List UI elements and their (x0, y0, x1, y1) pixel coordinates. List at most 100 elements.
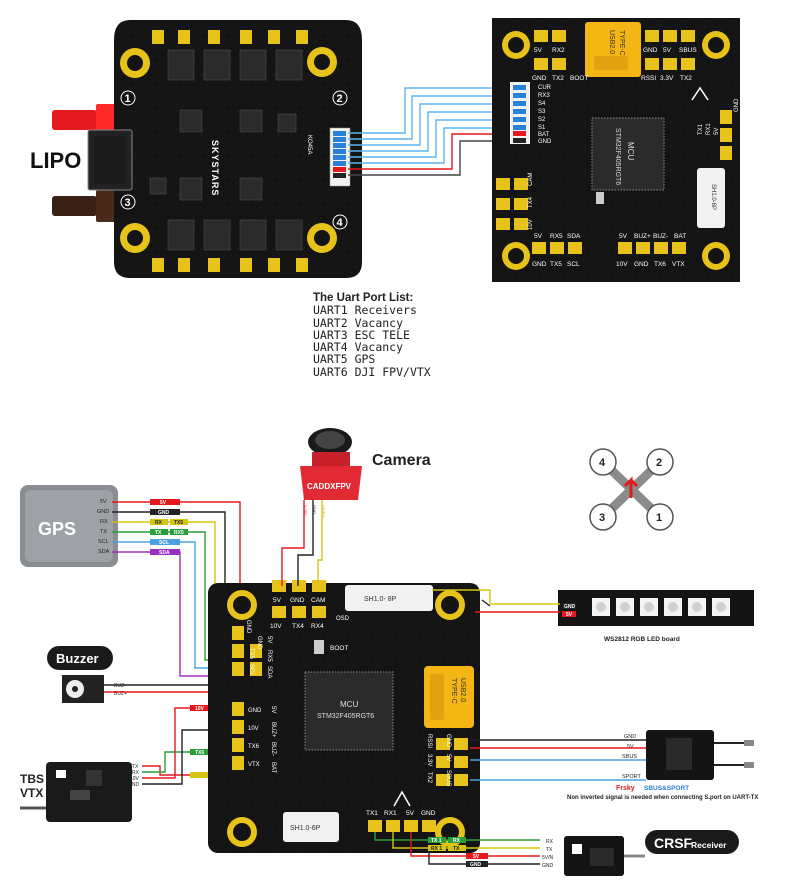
buzzer-pin-minus: BUZ- (114, 683, 126, 689)
fc-top-pad-tx5: TX5 (550, 261, 562, 268)
uart-port: UART5 (313, 352, 348, 367)
fc-top-boot-button (596, 192, 604, 204)
frsky-wires (470, 739, 646, 781)
esc-fc-ribbon (348, 87, 510, 176)
fc-top-pin-s2: S2 (538, 117, 546, 123)
crsf-tag-rx1: RX 1 (431, 846, 442, 852)
fc-b-pad-5v-b: 5V (406, 810, 415, 817)
fc-b-pad-gnd-ll: GND (248, 708, 262, 714)
buzzer-label: Buzzer (56, 651, 99, 666)
crsf-pin-gnd: GND (542, 863, 554, 869)
fc-top-usb-line1: TYPE-C (618, 30, 625, 56)
fc-bottom-mcu-line2: STM32F405RGT6 (317, 713, 374, 720)
gps-pin-sda: SDA (98, 549, 110, 555)
fc-top-pad-buzp: BUZ+ (634, 233, 651, 240)
uart-use: GPS (354, 352, 376, 367)
crsf-pin-tx: TX (546, 847, 553, 853)
frsky-pin-sport: SPORT (622, 774, 641, 780)
fc-top-pin-cur: CUR (538, 85, 552, 91)
gps-tag-rx5: RX5 (174, 530, 184, 536)
fc-top-pad-5v-r: 5V (663, 47, 672, 54)
fc-b-pad-buzm: BUZ- (270, 742, 276, 756)
fc-top-pad-cam: CAM (528, 173, 534, 186)
gps-pin-5v: 5V (100, 499, 107, 505)
fc-b-pad-5v-r: 5V (445, 754, 451, 761)
fc-b-pad-5v-l: 5V (266, 636, 272, 643)
uart-use: Receivers (354, 303, 417, 318)
frsky-mode: SBUS&SPORT (644, 785, 689, 792)
fc-top-pad-gnd-b: GND (532, 261, 547, 268)
gps-pin-gnd: GND (97, 509, 109, 515)
uart-list-item: UART2 Vacancy (313, 315, 431, 330)
fc-top-pin-s4: S4 (538, 101, 546, 107)
gps-pin-scl: SCL (98, 539, 109, 545)
uart-port: UART2 (313, 315, 348, 330)
frsky-pin-gnd: GND (624, 734, 636, 740)
fc-top-pin-bat: BAT (538, 132, 550, 138)
fc-b-pad-10v: 10V (270, 623, 282, 630)
uart-port: UART4 (313, 340, 348, 355)
vtx-pin-tx: TX (132, 764, 139, 770)
crsf-wires: TX 1 RX RX 1 TX 5V GND (374, 832, 540, 868)
fc-top-pad-scl: SCL (567, 261, 580, 268)
uart-use: ESC TELE (354, 327, 410, 342)
camera-wire-video: VIDEO (321, 505, 326, 517)
fc-top-pad-gnd-br: GND (634, 261, 649, 268)
fc-top-pad-10v: 10V (528, 219, 534, 230)
uart-use: Vacancy (354, 340, 404, 355)
led-pin-5v: 5V (566, 612, 573, 618)
fc-b-pad-sbus: SBUS (445, 770, 451, 786)
fc-top-usb-line2: USB2.0 (608, 30, 615, 54)
fc-bottom-board: SH1.0- 8P 5V GND CAM 10V TX4 RX4 GND 5V … (208, 580, 480, 853)
fc-b-pad-gnd: GND (290, 597, 305, 604)
fc-bottom-6p-label: SH1.0-6P (290, 825, 321, 832)
uart-list-item: UART4 Vacancy (313, 341, 431, 353)
fc-top-pad-gnd-rt: GND (734, 98, 740, 112)
fc-b-pad-gnd-l: GND (256, 636, 262, 650)
fc-top-pad-rx5: RX5 (550, 233, 563, 240)
gps-pin-tx: TX (100, 529, 107, 535)
lipo-positive-connector (52, 110, 97, 130)
fc-top-pin-rx3: RX3 (538, 93, 550, 99)
fc-bottom-boot-label: BOOT (330, 645, 348, 652)
fc-b-pad-cam: CAM (311, 597, 325, 604)
fc-top-pad-tx2: TX2 (552, 75, 564, 82)
motor-1: 1 (656, 512, 662, 524)
fc-top-boot: BOOT (570, 75, 588, 82)
vtx-pin-rx: RX (132, 770, 140, 776)
gps-pin-rx: RX (100, 519, 108, 525)
fc-bottom-mcu (304, 671, 394, 751)
camera-wire-power: 5-36V (303, 505, 308, 516)
camera: CADDXFPV Camera 5-36V GND VIDEO (300, 428, 431, 517)
fc-b-pad-gnd-b: GND (421, 810, 436, 817)
fc-top-pad-sbus: SBUS (679, 47, 697, 54)
fc-top-pad-rssi: RSSI (641, 75, 656, 82)
uart-list-item: UART5 GPS (313, 353, 431, 365)
buzzer: Buzzer BUZ- BUZ+ (47, 646, 127, 703)
fc-bottom-6p-connector (283, 812, 339, 842)
fc-bottom-usb-line2: USB2.0 (459, 678, 466, 702)
fc-b-pad-tx5: TX5 (248, 648, 254, 660)
led-board: GND 5V WS2812 RGB LED board (558, 590, 754, 643)
fc-bottom-osd-label: OSD (336, 616, 350, 622)
fc-bottom-boot-button (314, 640, 324, 654)
fc-b-pad-tx2: TX2 (426, 772, 432, 784)
fc-b-pad-3v3: 3.3V (426, 754, 432, 766)
fc-top-pad-bat: BAT (674, 233, 686, 240)
camera-brand: CADDXFPV (307, 482, 352, 491)
fc-bottom-usb-line1: TYPE-C (450, 678, 457, 704)
fc-b-pad-vtx: VTX (248, 762, 260, 768)
fc-top-pad-3v3: 3.3V (660, 75, 674, 82)
gps-tag-5v: 5V (160, 500, 167, 506)
fc-b-pad-tx6: TX6 (248, 744, 260, 750)
crsf-tag-5v: 5V (473, 854, 480, 860)
fc-top-pad-buzm: BUZ- (653, 233, 668, 240)
fc-top-pad-rx1: RX1 (706, 123, 712, 135)
fc-b-pad-scl: SCL (248, 664, 254, 676)
fc-top-pad-gnd-r: GND (643, 47, 658, 54)
crsf-pin-rx: RX (546, 839, 554, 845)
lipo-negative-connector (52, 196, 97, 216)
esc-corner-1: 1 (125, 93, 131, 105)
gps-tag-sda: SDA (159, 550, 170, 556)
